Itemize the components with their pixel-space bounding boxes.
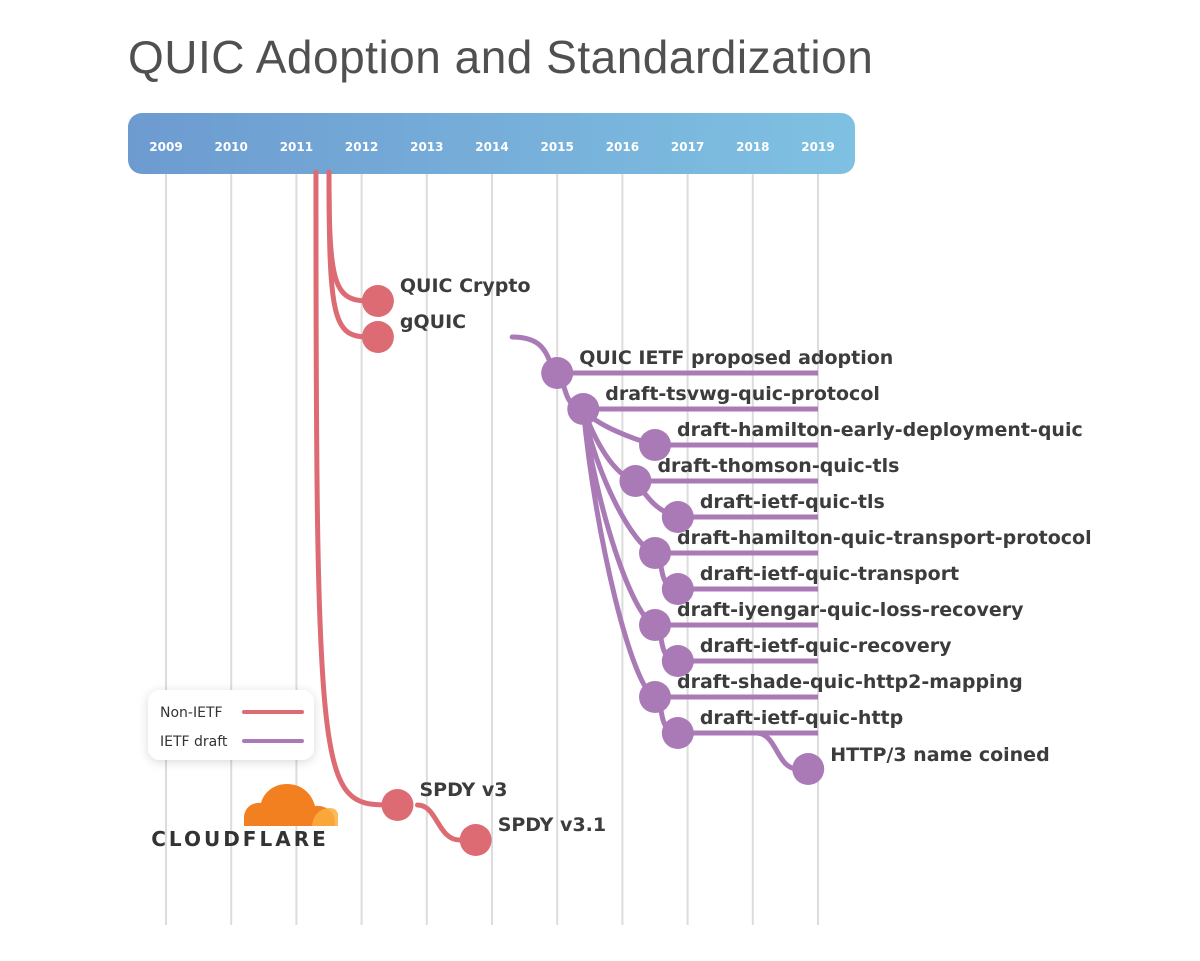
legend-label-non_ietf: Non-IETF: [160, 705, 223, 721]
year-label-2019: 2019: [801, 140, 834, 154]
label-spdy-v3: SPDY v3: [419, 779, 507, 801]
year-label-2018: 2018: [736, 140, 769, 154]
year-label-2011: 2011: [280, 140, 313, 154]
node-draft-hamilton-early-deployment-quic: [639, 429, 671, 461]
label-http3-name-coined: HTTP/3 name coined: [830, 744, 1049, 766]
label-draft-thomson-quic-tls: draft-thomson-quic-tls: [657, 455, 899, 477]
node-draft-ietf-quic-transport: [661, 573, 694, 605]
label-gquic: gQUIC: [400, 311, 466, 333]
year-label-2016: 2016: [606, 140, 639, 154]
node-quic-ietf-proposed-adoption: [541, 357, 574, 389]
logo-wordmark: CLOUDFLARE: [151, 827, 329, 851]
label-draft-ietf-quic-http: draft-ietf-quic-http: [700, 707, 903, 729]
year-label-2010: 2010: [214, 140, 247, 154]
label-draft-iyengar-quic-loss-recovery: draft-iyengar-quic-loss-recovery: [677, 599, 1024, 621]
node-draft-tsvwg-quic-protocol: [567, 393, 600, 425]
node-draft-hamilton-quic-transport-protocol: [639, 537, 671, 569]
node-http3-name-coined: [792, 753, 825, 785]
node-draft-iyengar-quic-loss-recovery: [639, 609, 671, 641]
node-spdy-v3-1: [459, 824, 492, 856]
node-spdy-v3: [381, 789, 414, 821]
label-quic-crypto: QUIC Crypto: [400, 275, 531, 297]
year-label-2013: 2013: [410, 140, 443, 154]
year-label-2009: 2009: [149, 140, 182, 154]
branch-gquic: [326, 169, 371, 340]
label-draft-hamilton-quic-transport-protocol: draft-hamilton-quic-transport-protocol: [677, 527, 1092, 549]
node-draft-ietf-quic-recovery: [661, 645, 694, 677]
year-label-2017: 2017: [671, 140, 704, 154]
year-label-2015: 2015: [540, 140, 573, 154]
node-draft-ietf-quic-tls: [661, 501, 694, 533]
year-label-2014: 2014: [475, 140, 508, 154]
cloudflare-logo: CLOUDFLARE: [151, 784, 338, 851]
label-quic-ietf-proposed-adoption: QUIC IETF proposed adoption: [579, 347, 893, 369]
page-title: QUIC Adoption and Standardization: [128, 31, 874, 83]
event-nodes: [361, 285, 825, 856]
node-gquic: [361, 321, 394, 353]
cloud-icon: [244, 784, 338, 826]
node-draft-shade-quic-http2-mapping: [639, 681, 671, 713]
label-draft-hamilton-early-deployment-quic: draft-hamilton-early-deployment-quic: [677, 419, 1083, 441]
node-draft-ietf-quic-http: [661, 717, 694, 749]
legend-label-ietf: IETF draft: [160, 734, 228, 750]
label-spdy-v3-1: SPDY v3.1: [498, 814, 606, 836]
label-draft-ietf-quic-transport: draft-ietf-quic-transport: [700, 563, 959, 585]
label-draft-shade-quic-http2-mapping: draft-shade-quic-http2-mapping: [677, 671, 1023, 693]
branch-spdy-v3: [313, 169, 390, 808]
year-bar: 2009 2010 2011 2012 2013 2014 2015 2016 2017 2018…: [128, 113, 855, 174]
node-draft-thomson-quic-tls: [619, 465, 652, 497]
branch-http3-name-coined: [753, 730, 801, 772]
year-label-2012: 2012: [345, 140, 378, 154]
branch-spdy-v3-1: [414, 802, 463, 843]
label-draft-tsvwg-quic-protocol: draft-tsvwg-quic-protocol: [605, 383, 880, 405]
label-draft-ietf-quic-tls: draft-ietf-quic-tls: [700, 491, 885, 513]
event-labels: QUIC Crypto gQUIC QUIC IETF proposed adopt…: [400, 275, 1092, 836]
label-draft-ietf-quic-recovery: draft-ietf-quic-recovery: [700, 635, 952, 657]
legend: Non-IETF IETF draft: [148, 690, 314, 760]
node-quic-crypto: [361, 285, 394, 317]
